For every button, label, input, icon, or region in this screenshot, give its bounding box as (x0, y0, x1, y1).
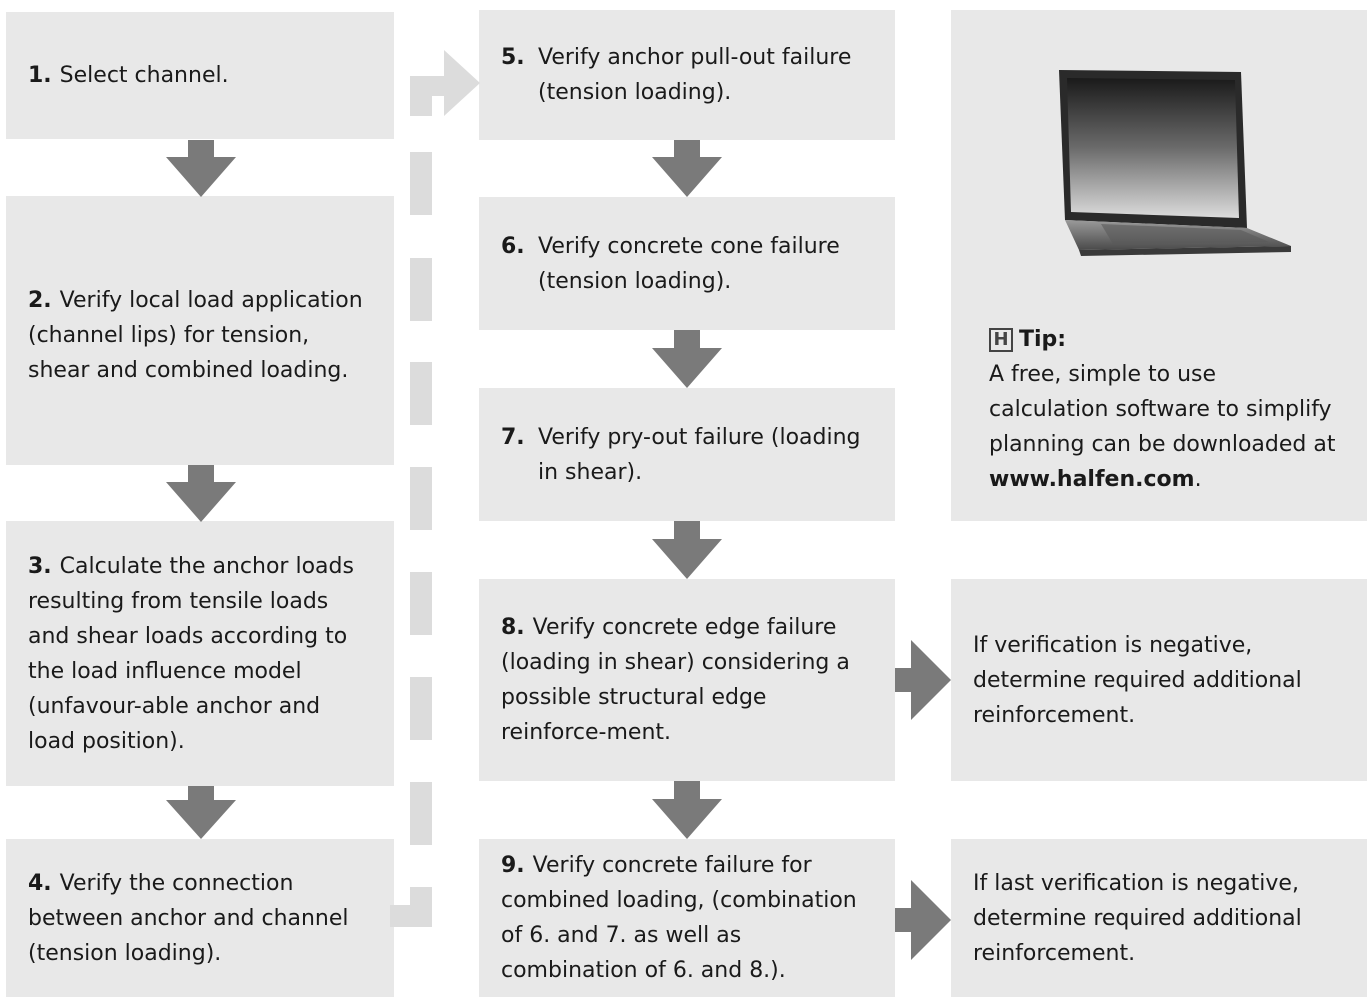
tip-text: A free, simple to use calculation softwa… (989, 362, 1336, 457)
tip-box: H Tip: A free, simple to use calculation… (951, 10, 1367, 521)
step-9-box: 9.Verify concrete failure for combined l… (479, 839, 895, 997)
halfen-h-icon: H (989, 327, 1013, 352)
step-4-box: 4.Verify the connection between anchor a… (6, 839, 394, 997)
connector-dash (390, 905, 432, 927)
step-text: Verify local load application (channel l… (28, 288, 363, 383)
tip-body: A free, simple to use calculation softwa… (989, 357, 1337, 497)
step-number: 6. (501, 233, 525, 259)
step-text: Verify concrete edge failure (loading in… (501, 615, 850, 745)
connector-dash (410, 677, 432, 740)
step-number: 7. (501, 424, 525, 450)
step-text: Verify concrete cone failure (tension lo… (538, 233, 840, 294)
step-text: Verify pry-out failure (loading in shear… (538, 424, 861, 485)
step-text: Calculate the anchor loads resulting fro… (28, 553, 354, 754)
connector-dash (410, 467, 432, 530)
connector-dash (410, 362, 432, 425)
arrow-down-8-9 (652, 781, 722, 839)
tip-url-link[interactable]: www.halfen.com (989, 467, 1195, 492)
step-text: Verify concrete failure for combined loa… (501, 853, 857, 983)
step-number: 1. (28, 63, 52, 88)
step-2-box: 2.Verify local load application (channel… (6, 196, 394, 465)
step-number: 9. (501, 853, 525, 878)
step-8-box: 8.Verify concrete edge failure (loading … (479, 579, 895, 781)
step-number: 3. (28, 553, 52, 579)
step-number: 4. (28, 870, 52, 896)
connector-dash (410, 152, 432, 215)
arrow-down-1-2 (166, 140, 236, 197)
outcome-8-text: If verification is negative, determine r… (973, 632, 1302, 728)
step-text: Verify the connection between anchor and… (28, 870, 349, 966)
outcome-8-box: If verification is negative, determine r… (951, 579, 1367, 781)
step-3-box: 3.Calculate the anchor loads resulting f… (6, 521, 394, 786)
connector-dash (410, 258, 432, 321)
arrow-down-7-8 (652, 521, 722, 579)
connector-dash (410, 782, 432, 845)
connector-arrowhead (410, 50, 480, 116)
step-6-box: 6. Verify concrete cone failure (tension … (479, 197, 895, 330)
step-text: Select channel. (59, 63, 229, 88)
step-number: 5. (501, 45, 525, 70)
arrow-down-6-7 (652, 330, 722, 388)
arrow-down-2-3 (166, 465, 236, 522)
connector-dash (410, 572, 432, 635)
laptop-icon (1059, 70, 1291, 256)
tip-title: Tip: (1019, 327, 1067, 352)
step-number: 2. (28, 288, 52, 313)
tip-trailing-period: . (1194, 467, 1202, 492)
step-number: 8. (501, 615, 525, 640)
step-1-box: 1. Select channel. (6, 12, 394, 139)
arrow-down-5-6 (652, 140, 722, 197)
step-7-box: 7. Verify pry-out failure (loading in she… (479, 388, 895, 521)
outcome-9-box: If last verification is negative, determ… (951, 839, 1367, 997)
arrow-down-3-4 (166, 786, 236, 839)
step-5-box: 5. Verify anchor pull-out failure (tensio… (479, 10, 895, 140)
step-text: Verify anchor pull-out failure (tension … (538, 45, 852, 105)
arrow-right-8-outcome (895, 640, 951, 720)
outcome-9-text: If last verification is negative, determ… (973, 870, 1302, 966)
arrow-right-9-outcome (895, 880, 951, 960)
tip-heading: H Tip: (989, 322, 1337, 357)
